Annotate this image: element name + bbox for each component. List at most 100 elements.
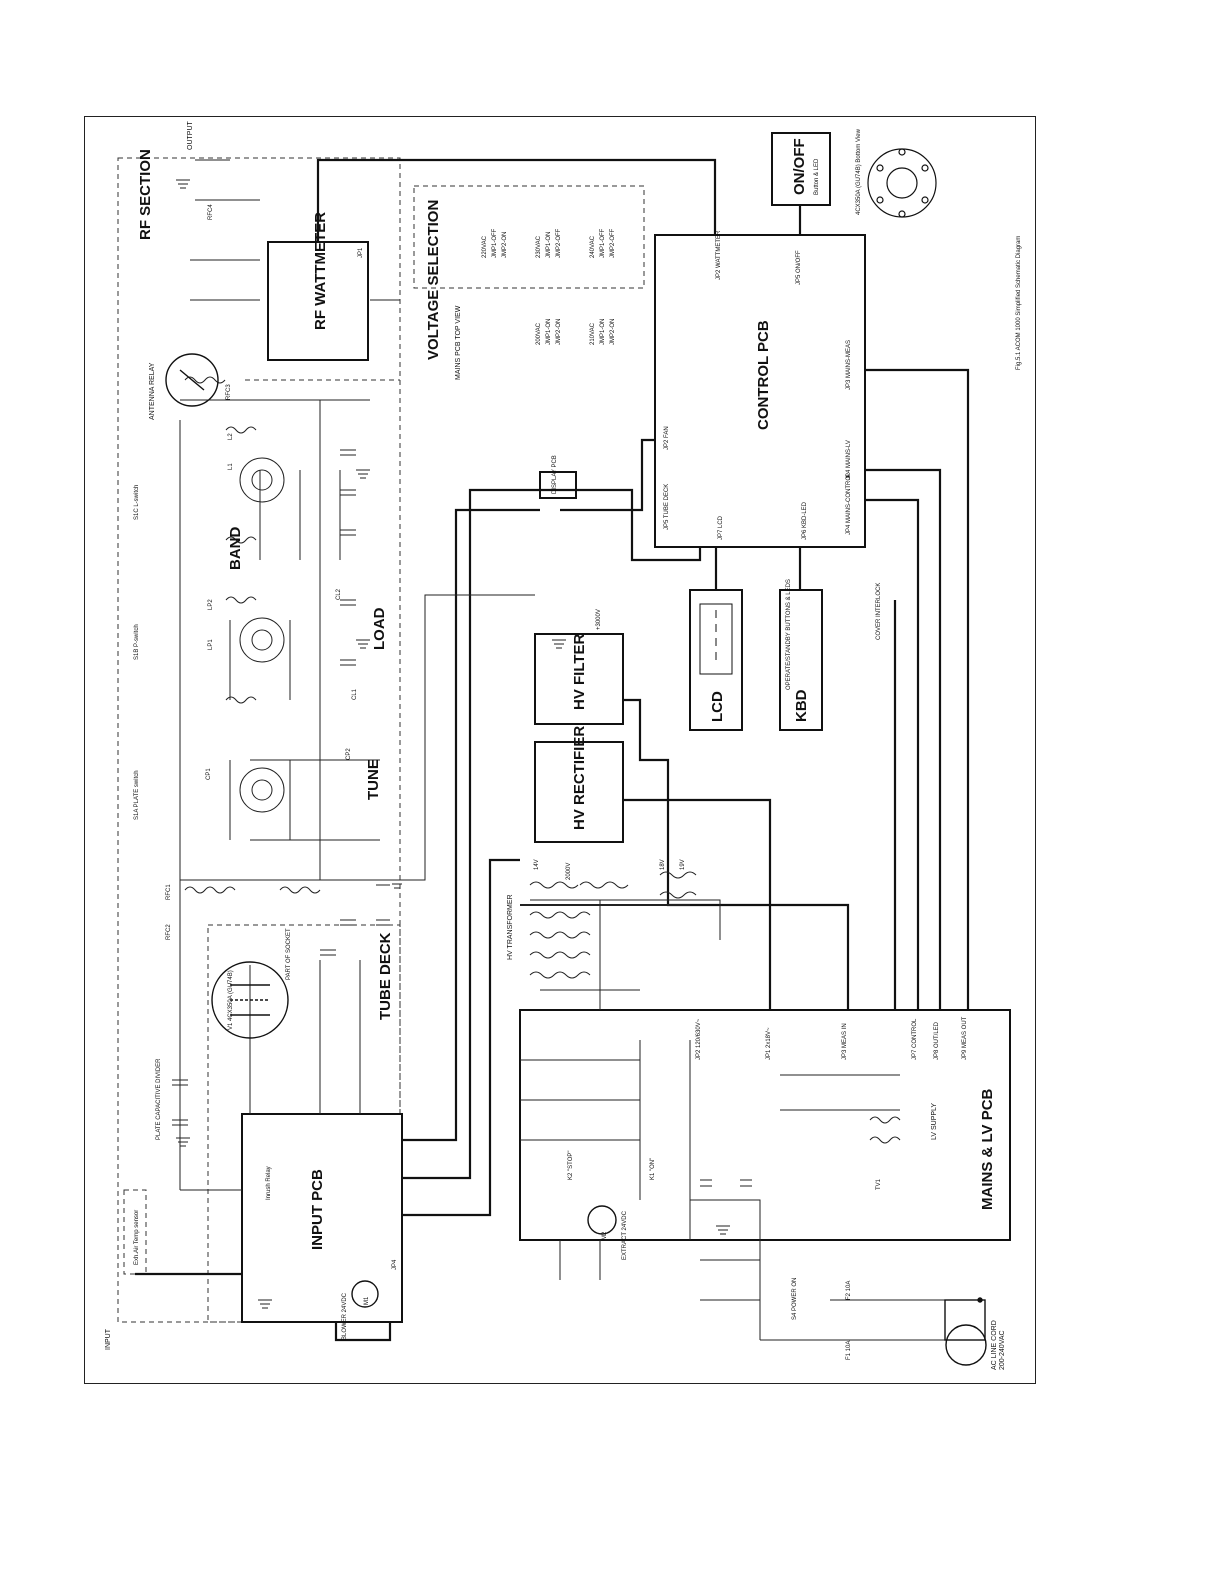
k1-label: K1 "ON" [650, 1158, 656, 1180]
wire-blower [334, 1322, 392, 1342]
vsel-230: 230VAC [536, 235, 542, 258]
rfc4-label: RFC4 [208, 204, 214, 220]
tube-v1-label: V1 4CX350A (GU74B) [228, 970, 234, 1030]
wiring-thick [135, 158, 970, 1342]
tube-deck-label: TUBE DECK [377, 932, 394, 1020]
input-pcb-label: INPUT PCB [309, 1169, 326, 1250]
on-off-sub-label: Button & LED [814, 158, 820, 195]
jp3-meas-label: JP3 MAINS-MEAS [846, 340, 852, 390]
lp1-label: LP1 [208, 639, 214, 650]
inrush-relay-label: Inrush Relay [266, 1166, 272, 1200]
ground-symbols [176, 179, 730, 1309]
control-pcb-box [654, 234, 866, 548]
cl1-label: CL1 [352, 688, 358, 700]
s4-label: S4 POWER ON [792, 1278, 798, 1320]
display-pcb-box [539, 471, 577, 499]
jp8-out-label: JP8 OUT/LED [934, 1021, 940, 1060]
jp4-mains-lv-label: JP4 MAINS-LV [846, 440, 852, 480]
kbd-box [779, 589, 823, 731]
s1a-label: S1A PLATE switch [134, 770, 140, 820]
display-pcb-label: DISPLAY PCB [552, 455, 558, 494]
load-label: LOAD [371, 607, 388, 650]
input-pcb-box [241, 1113, 403, 1323]
vsel-220-j1: JMP1-OFF [492, 228, 498, 258]
wire-display-tube [402, 508, 540, 1142]
jp9-meas-label: JP9 MEAS OUT [962, 1016, 968, 1060]
vsel-230-j1: JMP1-ON [546, 232, 552, 258]
v19-label: 19V [680, 859, 686, 870]
input-label: INPUT [105, 1328, 112, 1350]
kbd-sub-label: OPERATE/STANDBY BUTTONS & LEDS [786, 579, 792, 690]
mains-lv-pcb-box [519, 1009, 1011, 1241]
voltage-selection-label: VOLTAGE SELECTION [425, 200, 442, 360]
rfc1-label: RFC1 [166, 884, 172, 900]
motors [351, 1205, 617, 1308]
rf-wattmeter-label: RF WATTMETER [312, 212, 329, 330]
capacitor-ladders [172, 449, 752, 1187]
hv-transformer-label: HV TRANSFORMER [507, 894, 514, 960]
mains-pcb-top-view-label: MAINS PCB TOP VIEW [455, 305, 462, 380]
hv-rectifier-label: HV RECTIFIER [571, 726, 588, 830]
tv1-label: TV1 [876, 1178, 882, 1190]
antenna-relay-label: ANTENNA RELAY [149, 362, 156, 420]
figure-caption: Fig.5.1 ACOM 1000 Simplified Schematic D… [1016, 236, 1022, 370]
wire-rect-mains [623, 798, 772, 1010]
s1b-label: S1B P-switch [134, 624, 140, 660]
wire-wattmeter-control [316, 158, 717, 242]
fuse-f1-label: F1 10A [846, 1341, 852, 1360]
kbd-label: KBD [793, 689, 810, 722]
jp5-onoff-label: JP5 ON/OFF [796, 250, 802, 285]
rfc3-label: RFC3 [226, 384, 232, 400]
jp1-lv-label: JP1 2x18V~ [766, 1027, 772, 1060]
wire-mains-lv [865, 468, 942, 1010]
wire-jp5-tube [402, 488, 702, 1180]
v14-label: 14V [534, 859, 540, 870]
output-label: OUTPUT [187, 121, 194, 151]
jp1-wattmeter-label: JP1 [358, 247, 364, 258]
lv-supply-label: LV SUPPLY [931, 1103, 938, 1140]
mains-lv-pcb-label: MAINS & LV PCB [979, 1088, 996, 1210]
vsel-220-j2: JMP2-ON [502, 232, 508, 258]
k2-label: K2 "STOP" [568, 1151, 574, 1181]
jp6-kbd-label: JP6 KBD-LED [802, 501, 808, 540]
m2-label: M2 [602, 1231, 608, 1240]
wiring-thin [179, 159, 980, 1341]
rotary-switches [239, 457, 285, 813]
rfc2-label: RFC2 [166, 924, 172, 940]
vsel-200: 200VAC [536, 322, 542, 345]
cl2-label: CL2 [336, 588, 342, 600]
jp7-control-label: JP7 CONTROL [912, 1018, 918, 1060]
tube-socket-view [867, 148, 937, 218]
part-of-socket-label: PART OF SOCKET [286, 928, 292, 980]
plus3000v-label: +3000V [596, 609, 602, 630]
temp-sensor-label: Exh.Air Temp sensor [134, 1210, 140, 1265]
blocks [241, 132, 1011, 1323]
jp5-tube-deck-label: JP5 TUBE DECK [664, 484, 670, 530]
jp4-mains-control-label: JP4 MAINS-CONTROL [846, 472, 852, 535]
blower-motor [351, 1280, 379, 1308]
cp2-label: CP2 [346, 748, 352, 760]
band-switch-l [239, 457, 285, 503]
wire-input-mains [402, 858, 520, 1217]
band-switch-p [239, 617, 285, 663]
extract-motor [587, 1205, 617, 1235]
vsel-200-j2: JMP2-ON [556, 319, 562, 345]
lcd-label: LCD [709, 691, 726, 722]
vsel-210: 210VAC [590, 322, 596, 345]
labels: RF SECTION RF WATTMETER CONTROL PCB ON/O… [105, 121, 1022, 1371]
v18-label: 18V [660, 859, 666, 870]
hv-rectifier-box [534, 741, 624, 843]
l2-label: L2 [228, 433, 234, 440]
vsel-240: 240VAC [590, 235, 596, 258]
rf-section-label: RF SECTION [137, 149, 154, 240]
hv-transformer-coils [520, 871, 697, 979]
wire-meas [865, 368, 970, 1010]
vsel-210-j1: JMP1-ON [600, 319, 606, 345]
ac-line-plug [944, 1297, 987, 1366]
wire-mains-control [865, 498, 920, 1010]
hv-filter-box [534, 633, 624, 725]
hv2000v-label: 2000V [566, 863, 572, 880]
jp3-mains-label: JP3 MEAS IN [842, 1023, 848, 1060]
plate-divider-label: PLATE CAPACITIVE DIVIDER [156, 1058, 162, 1140]
